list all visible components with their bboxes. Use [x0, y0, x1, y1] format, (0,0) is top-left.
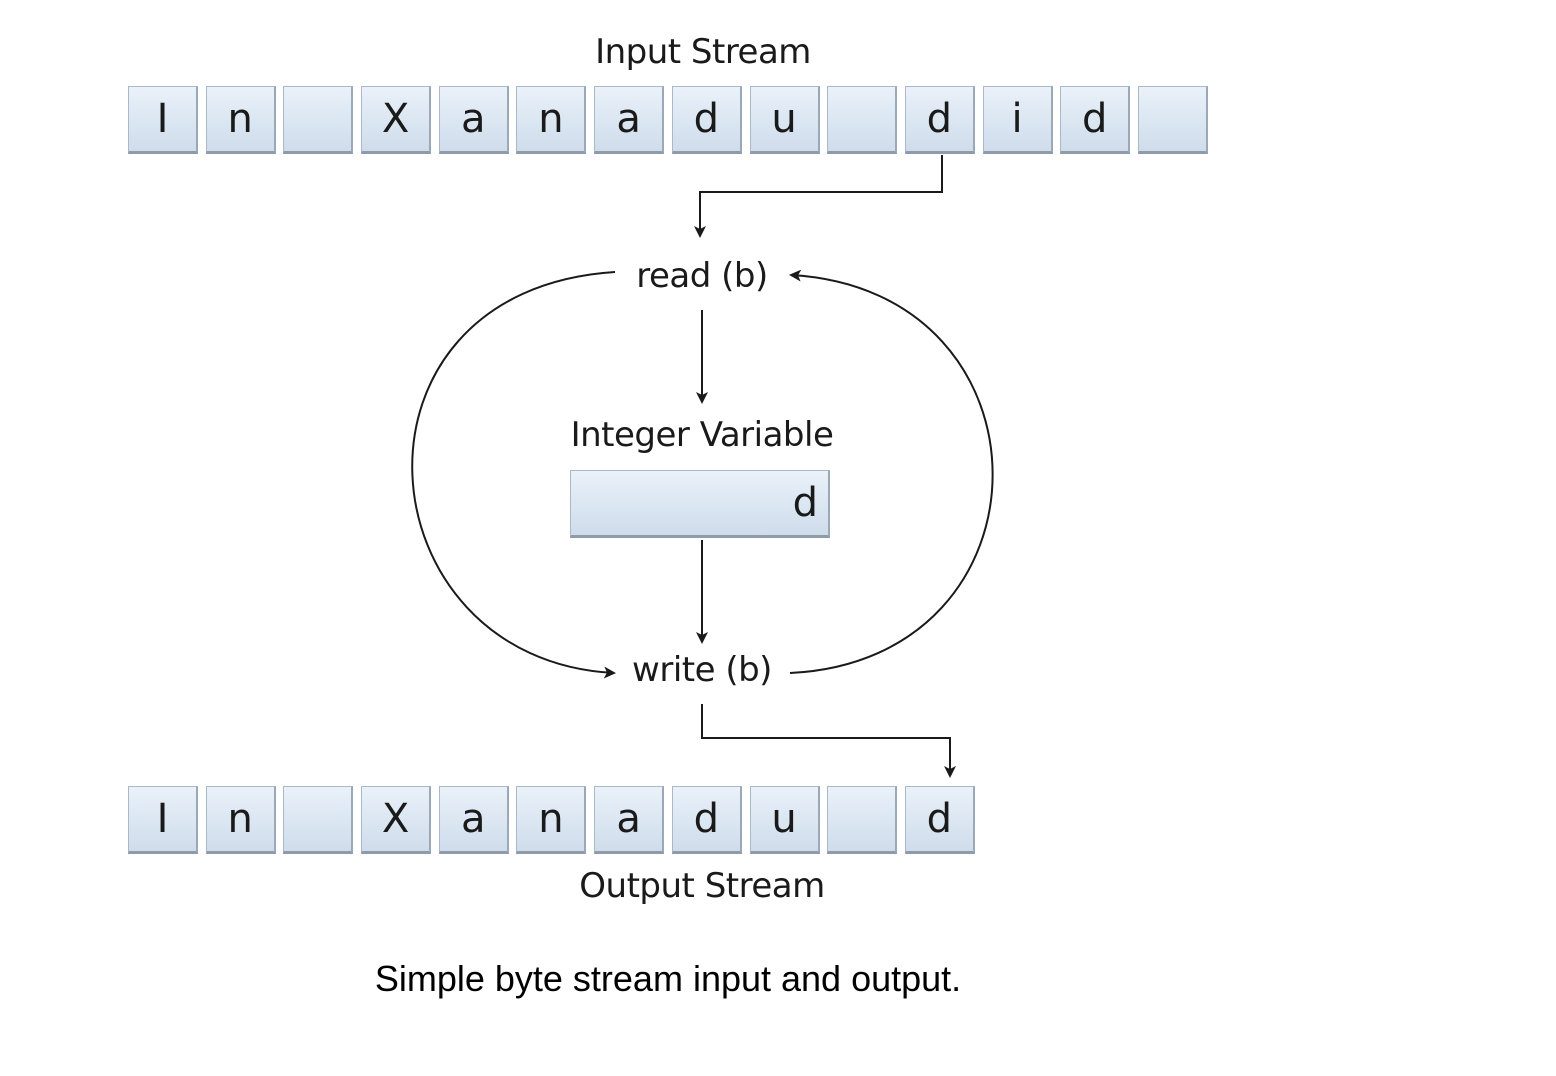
input-byte-char: X: [381, 96, 410, 142]
output-byte-cell: X: [361, 786, 432, 854]
loop-left-arc: [411, 271, 616, 679]
write-to-output-arrow: [701, 704, 956, 778]
output-stream-label: Output Stream: [579, 866, 825, 906]
input-byte-cell: I: [128, 86, 198, 154]
input-byte-char: n: [538, 96, 564, 142]
loop-right-arc: [789, 269, 994, 674]
input-byte-char: d: [1082, 96, 1108, 142]
input-byte-cell: [1137, 86, 1208, 154]
input-byte-cell: n: [205, 86, 276, 154]
input-byte-cell: a: [438, 86, 509, 154]
input-byte-char: d: [693, 96, 719, 142]
output-byte-cell: a: [438, 786, 509, 854]
input-to-read-arrow: [694, 155, 943, 238]
output-byte-char: X: [381, 796, 410, 842]
output-byte-cell: d: [671, 786, 742, 854]
input-byte-cell: d: [1060, 86, 1131, 154]
write-label: write (b): [632, 650, 772, 690]
output-byte-char: I: [156, 796, 169, 842]
input-byte-cell: d: [904, 86, 975, 154]
output-byte-char: n: [227, 796, 253, 842]
integer-variable-value: d: [792, 480, 818, 526]
figure-caption: Simple byte stream input and output.: [374, 958, 962, 999]
input-byte-char: u: [771, 96, 797, 142]
input-stream-label: Input Stream: [595, 32, 811, 72]
output-byte-cell: u: [749, 786, 820, 854]
output-byte-char: d: [693, 796, 719, 842]
read-label: read (b): [636, 256, 768, 296]
output-byte-cell: [283, 786, 354, 854]
output-byte-cell: d: [904, 786, 975, 854]
integer-variable-label: Integer Variable: [570, 415, 834, 455]
output-byte-cell: n: [205, 786, 276, 854]
output-byte-char: u: [771, 796, 797, 842]
output-byte-cell: [827, 786, 898, 854]
output-byte-char: a: [460, 796, 486, 842]
input-byte-char: a: [460, 96, 486, 142]
input-byte-cell: n: [516, 86, 587, 154]
input-byte-cell: [827, 86, 898, 154]
output-byte-char: n: [538, 796, 564, 842]
output-byte-char: a: [616, 796, 641, 842]
input-byte-char: I: [156, 96, 169, 142]
input-byte-char: i: [1011, 96, 1023, 142]
output-byte-cell: n: [516, 786, 587, 854]
input-byte-cell: d: [671, 86, 742, 154]
input-byte-cell: a: [594, 86, 665, 154]
integer-variable-box: d: [570, 470, 830, 538]
input-byte-cell: X: [361, 86, 432, 154]
output-byte-char: d: [926, 796, 953, 842]
output-byte-cell: a: [594, 786, 665, 854]
input-byte-cell: u: [749, 86, 820, 154]
input-byte-char: a: [616, 96, 641, 142]
input-byte-cell: i: [982, 86, 1053, 154]
input-byte-char: n: [227, 96, 253, 142]
input-byte-cell: [283, 86, 354, 154]
output-byte-cell: I: [128, 786, 198, 854]
input-byte-char: d: [926, 96, 953, 142]
